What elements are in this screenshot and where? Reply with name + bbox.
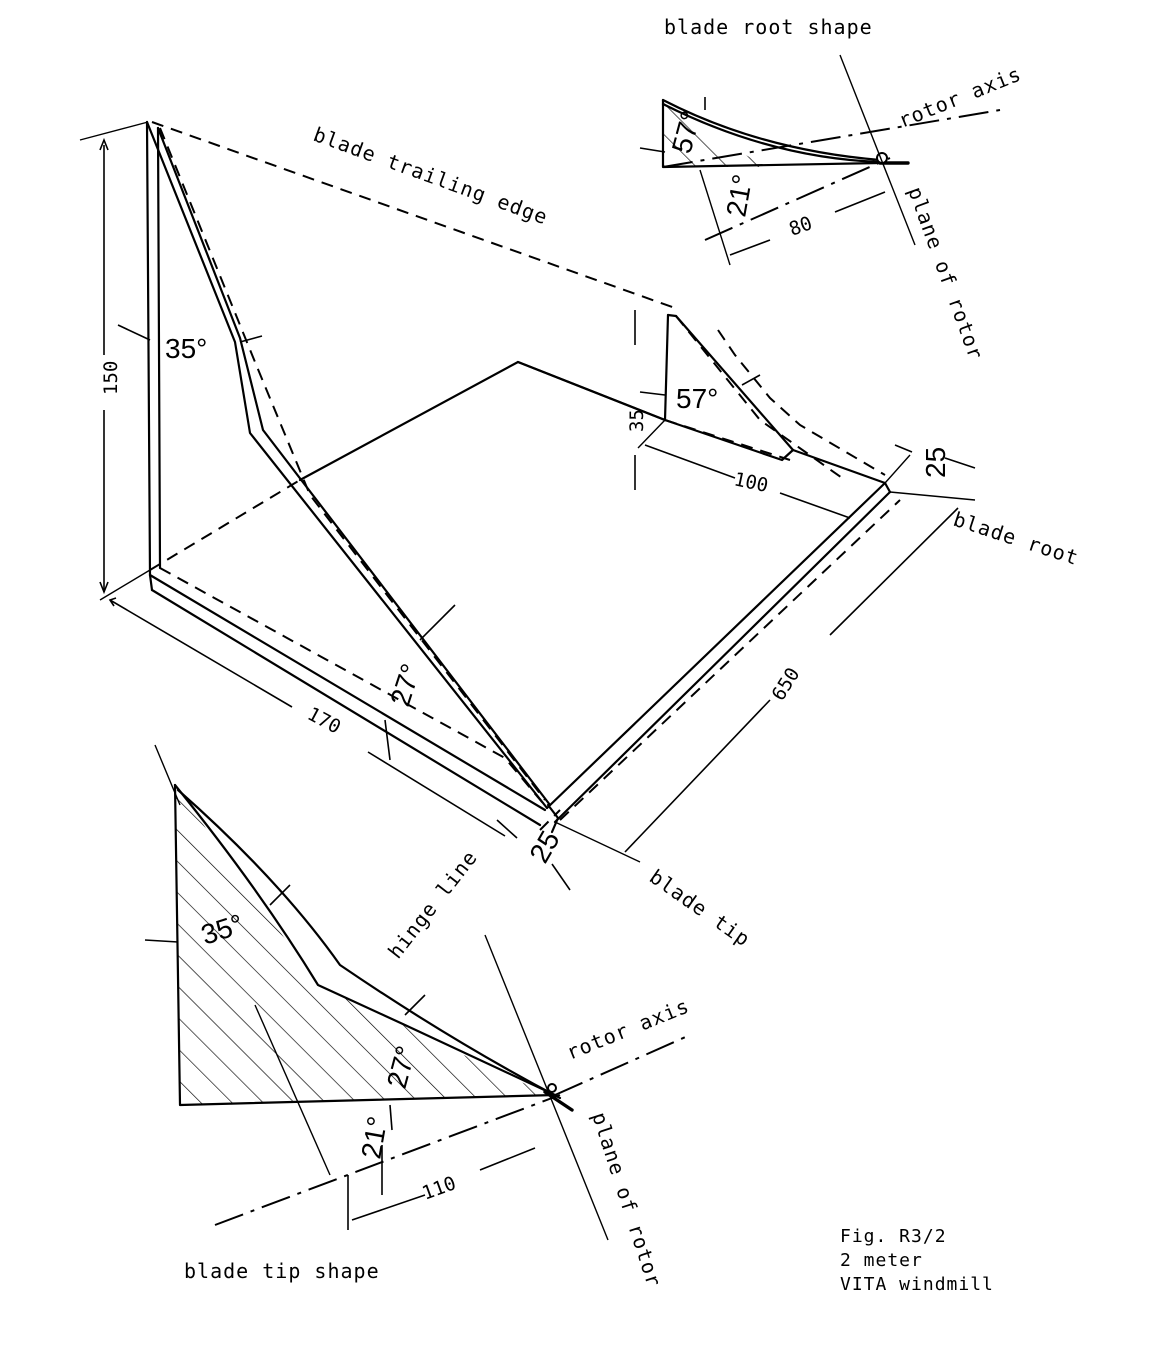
label-blade-tip-shape: blade tip shape [184, 1259, 380, 1283]
angle-tip-27: 27° [384, 660, 427, 710]
main-dimension-lines [79, 121, 976, 891]
label-hinge-line: hinge line [383, 846, 482, 964]
caption-fig: Fig. R3/2 [840, 1226, 947, 1247]
dim-100: 100 [732, 468, 770, 497]
dim-80: 80 [786, 212, 815, 241]
label-blade-root: blade root [950, 507, 1081, 570]
label-rotor-axis-bottom: rotor axis [563, 994, 693, 1065]
label-blade-root-shape: blade root shape [664, 15, 873, 39]
dim-650: 650 [768, 664, 805, 705]
angle-root-57: 57° [676, 383, 718, 414]
label-blade-trailing-edge: blade trailing edge [310, 122, 551, 229]
label-rotor-axis-top: rotor axis [895, 62, 1025, 133]
dim-root-25: 25 [920, 447, 951, 478]
label-plane-of-rotor-top: plane of rotor [903, 184, 988, 364]
angle-root-shape-21: 21° [720, 172, 758, 219]
caption-line3: VITA windmill [840, 1274, 994, 1295]
figure-caption: Fig. R3/2 2 meter VITA windmill [840, 1226, 994, 1295]
main-blade-view [145, 120, 901, 834]
dim-110: 110 [419, 1172, 459, 1204]
angle-tip-35: 35° [165, 333, 207, 364]
label-blade-tip: blade tip [645, 864, 755, 951]
blade-tip-shape [144, 744, 691, 1241]
dim-35: 35 [626, 409, 648, 432]
caption-line2: 2 meter [840, 1250, 923, 1271]
dim-150: 150 [100, 361, 122, 395]
label-plane-of-rotor-bottom: plane of rotor [587, 1109, 666, 1290]
angle-tip-shape-21: 21° [355, 1114, 393, 1161]
dim-170: 170 [304, 703, 345, 739]
blade-root-shape [639, 54, 1001, 266]
dim-tip-25: 25 [523, 826, 565, 868]
